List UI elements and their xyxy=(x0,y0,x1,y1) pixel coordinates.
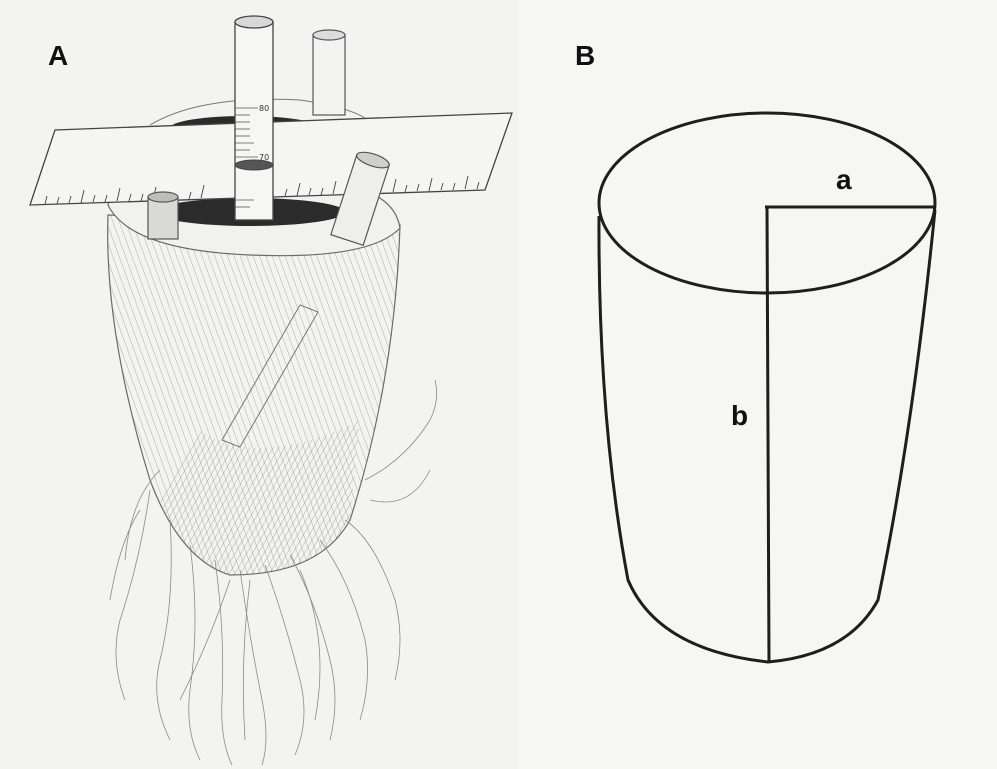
soil-core-drawing: 80 70 xyxy=(0,0,518,769)
access-tube-back xyxy=(313,30,345,115)
height-line xyxy=(767,207,769,662)
radius-label: a xyxy=(836,164,852,196)
graduated-access-tube: 80 70 xyxy=(235,16,273,220)
panel-label-b: B xyxy=(575,40,595,72)
panel-label-a: A xyxy=(48,40,68,72)
access-tube-front-left xyxy=(148,192,178,239)
tube-scale-lower: 70 xyxy=(259,153,269,162)
frustum-diagram xyxy=(518,0,997,769)
panel-b-geometry-diagram: B a b xyxy=(518,0,997,769)
height-label: b xyxy=(731,400,748,432)
tube-scale-upper: 80 xyxy=(259,104,269,113)
panel-a-soil-core-sketch: 80 70 A xyxy=(0,0,518,769)
